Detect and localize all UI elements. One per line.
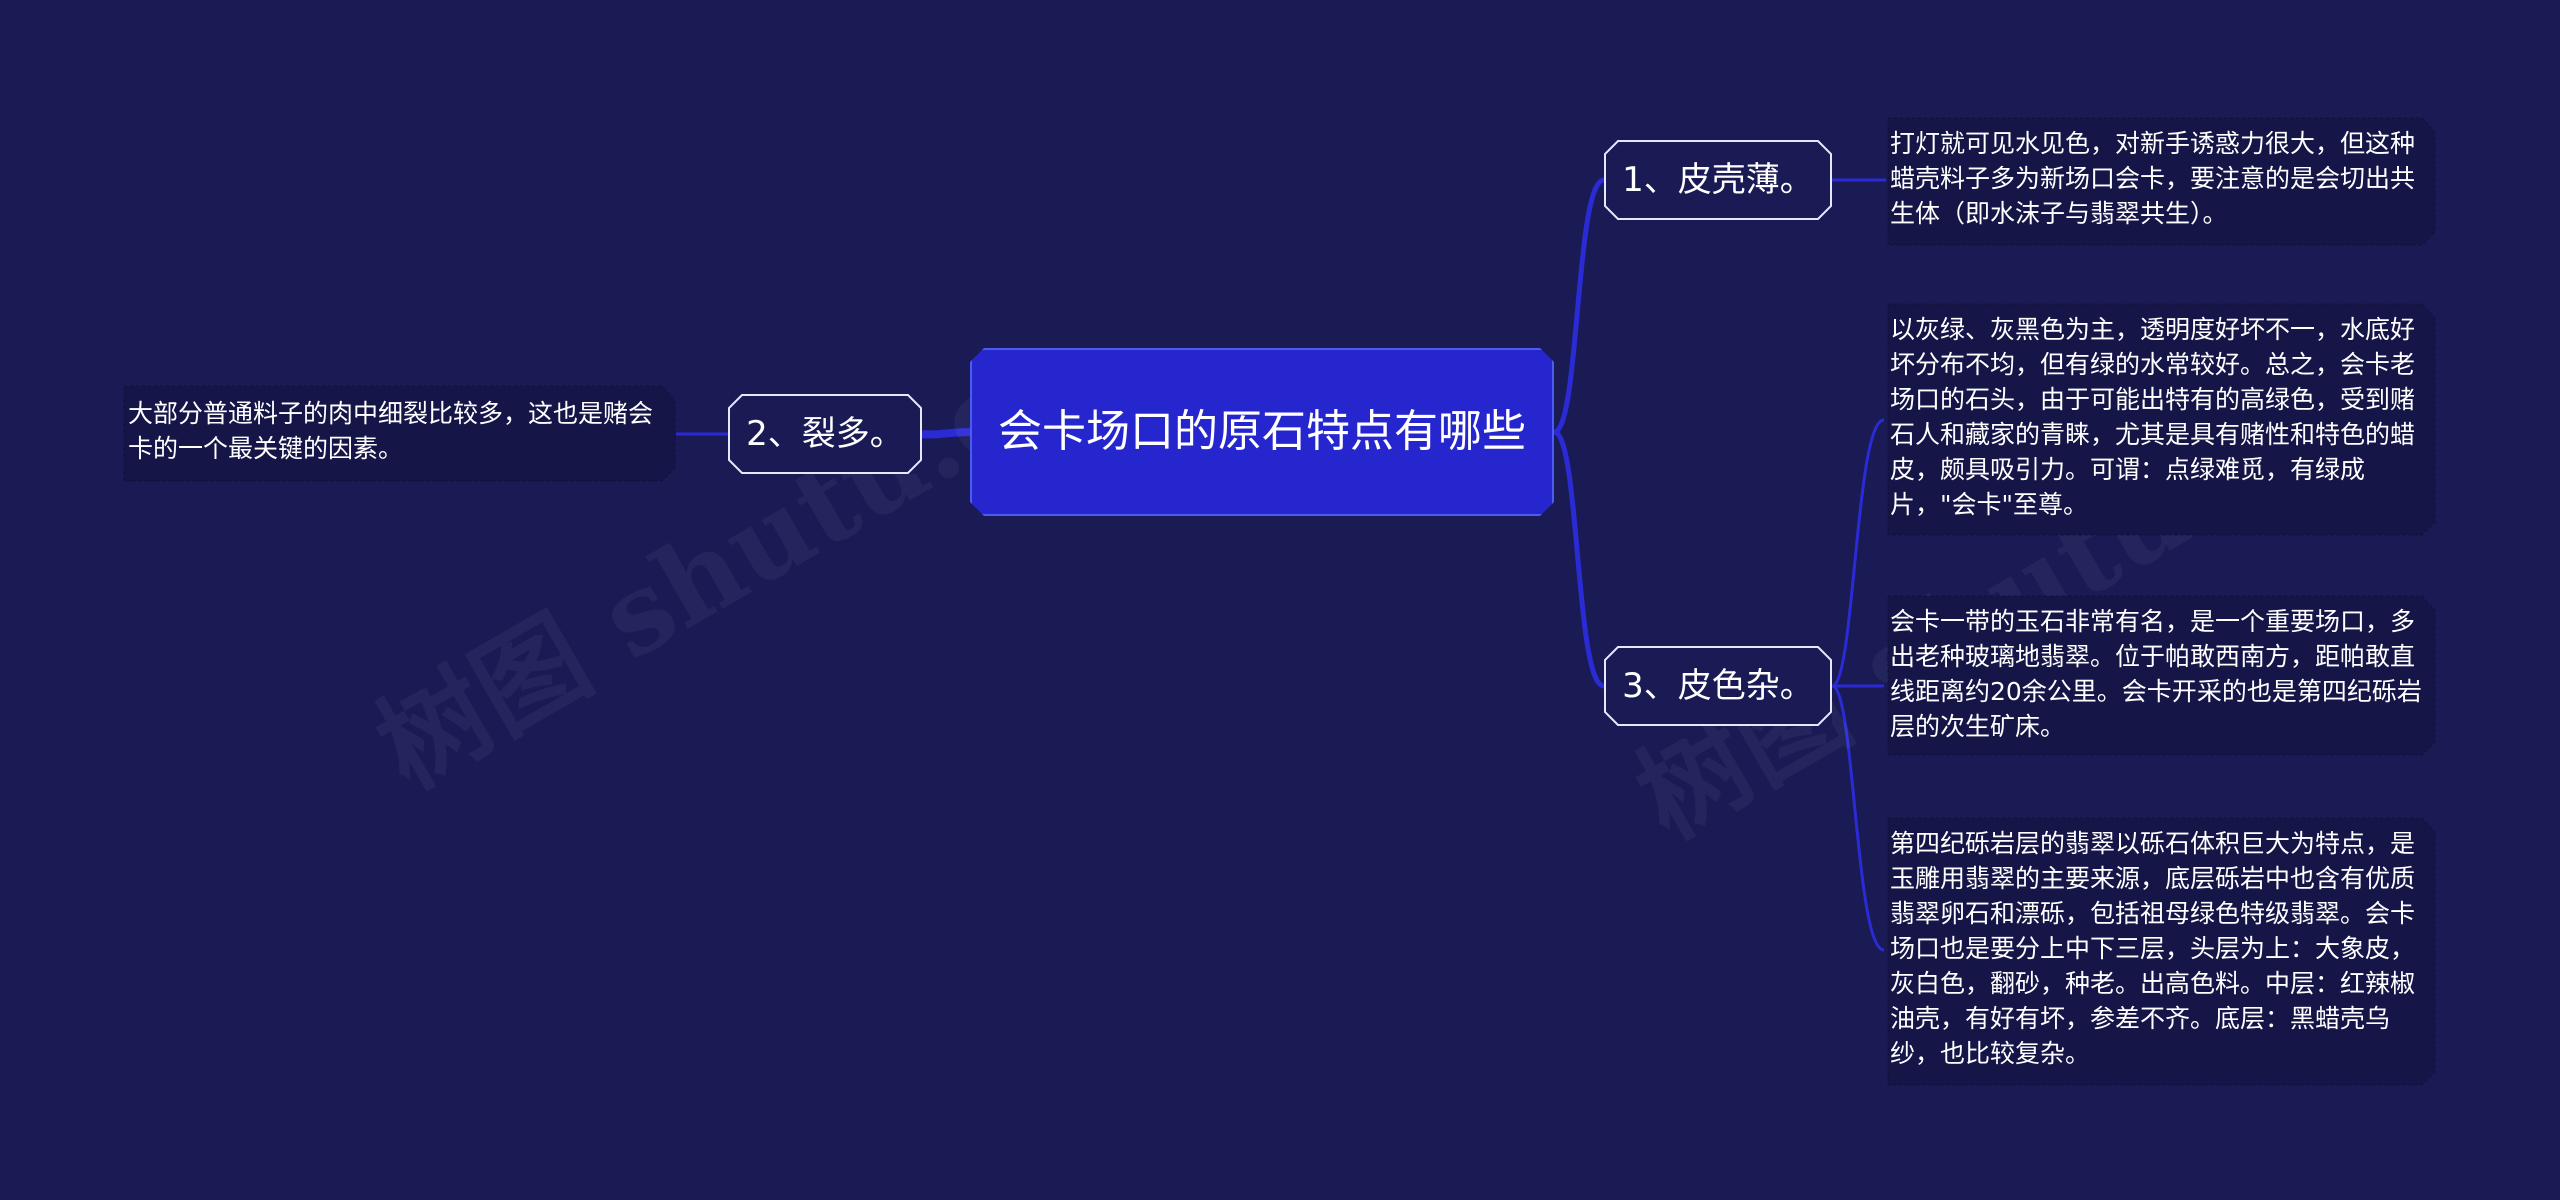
note-text: 会卡一带的玉石非常有名，是一个重要场口，多出老种玻璃地翡翠。位于帕敢西南方，距帕…: [1890, 607, 2422, 741]
note-text: 打灯就可见水见色，对新手诱惑力很大，但这种蜡壳料子多为新场口会卡，要注意的是会切…: [1890, 129, 2416, 228]
note-frame: [1887, 817, 2436, 1086]
note-frame: [1887, 303, 2436, 536]
connector-root-to-topic-1: [1552, 177, 1606, 435]
note-topic-3-c[interactable]: 第四纪砾岩层的翡翠以砾石体积巨大为特点，是玉雕用翡翠的主要来源，底层砾岩中也含有…: [1887, 817, 2436, 1086]
topic-3-frame: [1604, 646, 1832, 726]
topic-2-frame: [728, 394, 922, 474]
note-frame: [1887, 595, 2436, 756]
topic-2-label: 2、裂多。: [746, 414, 904, 454]
note-frame: [123, 385, 676, 482]
note-topic-1[interactable]: 打灯就可见水见色，对新手诱惑力很大，但这种蜡壳料子多为新场口会卡，要注意的是会切…: [1887, 117, 2436, 246]
connector-topic-3-to-note-3: [1831, 684, 1885, 952]
connector-root-to-topic-3: [1552, 429, 1606, 689]
topic-3-label: 3、皮色杂。: [1622, 666, 1814, 706]
note-text: 第四纪砾岩层的翡翠以砾石体积巨大为特点，是玉雕用翡翠的主要来源，底层砾岩中也含有…: [1890, 829, 2416, 1068]
topic-1[interactable]: 1、皮壳薄。: [1604, 140, 1832, 220]
root-title: 会卡场口的原石特点有哪些: [998, 406, 1526, 457]
connector-root-to-topic-2: [921, 428, 971, 439]
note-text: 大部分普通料子的肉中细裂比较多，这也是赌会卡的一个最关键的因素。: [128, 399, 654, 463]
note-topic-2[interactable]: 大部分普通料子的肉中细裂比较多，这也是赌会卡的一个最关键的因素。: [123, 385, 676, 482]
root-topic[interactable]: 会卡场口的原石特点有哪些: [970, 348, 1554, 516]
note-topic-3-b[interactable]: 会卡一带的玉石非常有名，是一个重要场口，多出老种玻璃地翡翠。位于帕敢西南方，距帕…: [1887, 595, 2436, 756]
note-frame: [1887, 117, 2436, 246]
topic-3[interactable]: 3、皮色杂。: [1604, 646, 1832, 726]
topic-1-frame: [1604, 140, 1832, 220]
note-topic-3-a[interactable]: 以灰绿、灰黑色为主，透明度好坏不一，水底好坏分布不均，但有绿的水常较好。总之，会…: [1887, 303, 2436, 536]
connector-topic-3-to-note-1: [1831, 418, 1885, 688]
topic-1-label: 1、皮壳薄。: [1622, 160, 1814, 200]
note-text: 以灰绿、灰黑色为主，透明度好坏不一，水底好坏分布不均，但有绿的水常较好。总之，会…: [1890, 315, 2416, 519]
topic-2[interactable]: 2、裂多。: [728, 394, 922, 474]
